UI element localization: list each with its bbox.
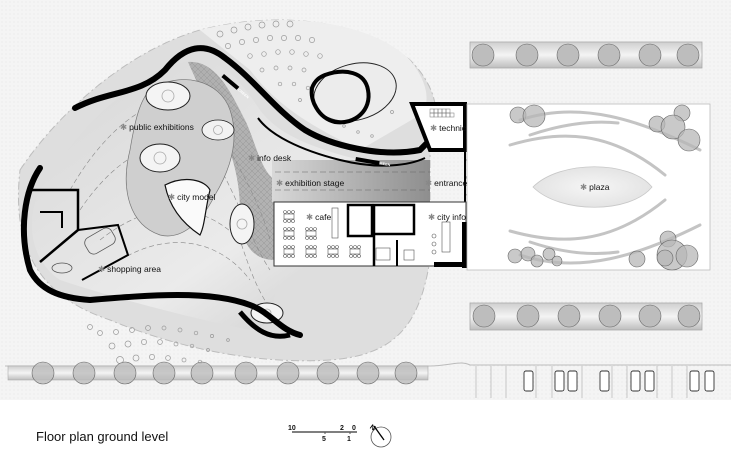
svg-text:5: 5: [322, 436, 326, 443]
label-city-model: ✱city model: [168, 192, 215, 202]
label-plaza: ✱plaza: [580, 182, 610, 192]
parked-cars: [523, 370, 715, 392]
pavilion-wall: [309, 69, 371, 125]
north-arrow-icon: N: [368, 424, 392, 448]
label-entrance: ✱entrance: [425, 178, 467, 188]
exhibition-pod-right: [229, 203, 255, 245]
facade-wall-north: [72, 45, 435, 156]
facade-wall-inner: [257, 117, 426, 167]
label-info-desk: ✱info desk: [248, 153, 292, 163]
label-cafe: ✱cafe: [306, 212, 331, 222]
tree-planter-south: [469, 302, 703, 331]
parking-stalls: [475, 366, 688, 398]
facade-wall-west: [20, 165, 303, 338]
plaza-lens: [532, 166, 653, 208]
plaza-trees: [507, 104, 701, 271]
svg-text:10: 10: [288, 425, 296, 432]
room-labels: ✱public exhibitions ✱info desk ✱exhibiti…: [98, 122, 610, 274]
svg-text:0: 0: [352, 425, 356, 432]
ramp-floor: [188, 61, 275, 261]
city-model-island: [164, 178, 211, 236]
facade-wall-curve-east: [238, 310, 291, 339]
scale-bar: 10 2 0 5 1: [288, 425, 357, 443]
svg-text:N: N: [368, 424, 376, 433]
tree-planter-north: [469, 41, 703, 69]
svg-text:1: 1: [347, 436, 351, 443]
label-city-info: ✱city info: [428, 212, 466, 222]
svg-text:2: 2: [340, 425, 344, 432]
label-public-exhibitions: ✱public exhibitions: [120, 122, 194, 132]
tree-row-street: [5, 361, 731, 385]
drawing-title: Floor plan ground level: [36, 429, 169, 444]
exhibition-corridor: [272, 160, 430, 202]
label-exhibition-stage: ✱exhibition stage: [276, 178, 344, 188]
cafe-tables: [283, 207, 451, 261]
label-technic: ✱technic: [430, 123, 467, 133]
label-shopping-area: ✱shopping area: [98, 264, 161, 274]
shopping-rooms: [28, 188, 130, 281]
